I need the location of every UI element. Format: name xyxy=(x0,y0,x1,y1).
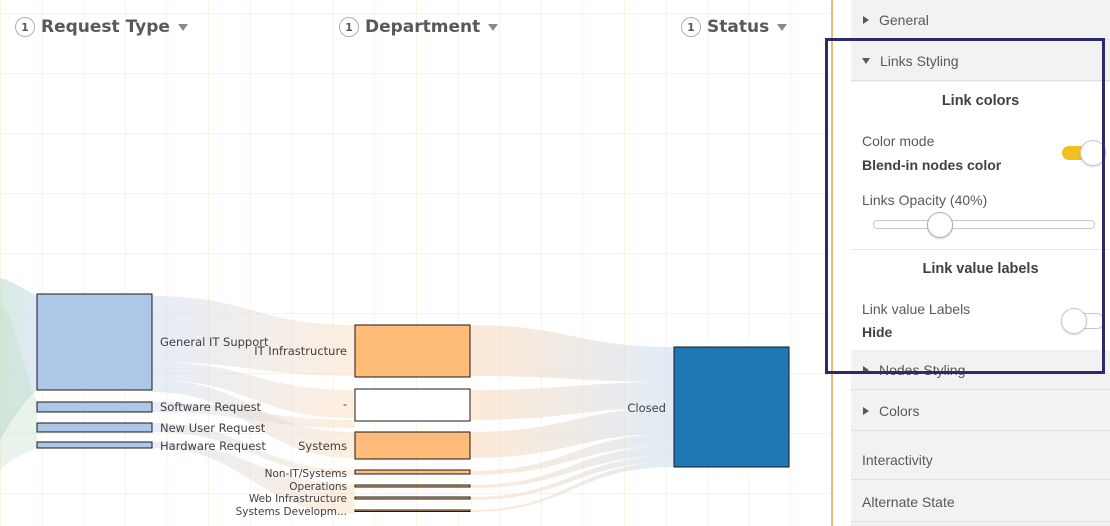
section-label: Colors xyxy=(879,402,920,419)
caret-right-icon xyxy=(863,15,869,24)
chevron-down-icon[interactable] xyxy=(777,23,788,31)
group-title-link-colors: Link colors xyxy=(941,93,1020,109)
sankey-link xyxy=(470,434,674,475)
node-non-it-systems[interactable] xyxy=(354,469,471,475)
color-mode-value: Blend-in nodes color xyxy=(862,157,1002,173)
node-software-request[interactable] xyxy=(36,401,153,413)
dimension-header-request-type[interactable]: 1 Request Type xyxy=(15,17,188,37)
caret-right-icon xyxy=(863,406,869,415)
node-label: Web Infrastructure xyxy=(249,493,347,505)
node-label: New User Request xyxy=(160,421,266,435)
properties-panel: General Links Styling Link colors Color … xyxy=(851,0,1110,526)
sankey-link xyxy=(470,408,674,458)
color-mode-toggle[interactable] xyxy=(1062,140,1106,166)
links-opacity-slider-thumb[interactable] xyxy=(927,212,953,238)
node-label: Closed xyxy=(627,401,666,415)
toggle-knob xyxy=(1080,140,1106,166)
sankey-link xyxy=(152,296,355,376)
chevron-down-icon[interactable] xyxy=(177,23,188,31)
node-new-user-request[interactable] xyxy=(36,422,153,433)
sankey-diagram: General IT Support Software Request New … xyxy=(0,278,790,518)
links-opacity-slider-track[interactable] xyxy=(873,220,1095,229)
section-nodes-styling[interactable]: Nodes Styling xyxy=(851,350,1110,390)
link-edge-left xyxy=(0,278,37,440)
section-label: Nodes Styling xyxy=(879,361,966,378)
dimension-label: Request Type xyxy=(41,17,170,37)
dimension-label: Status xyxy=(707,17,770,37)
dimension-header-status[interactable]: 1 Status xyxy=(681,17,788,37)
node-hardware-request[interactable] xyxy=(36,441,153,449)
sankey-canvas: 1 Request Type 1 Department 1 Status xyxy=(0,0,832,526)
node-web-infrastructure[interactable] xyxy=(354,496,471,500)
caret-down-icon xyxy=(862,57,870,64)
section-interactivity[interactable]: Interactivity xyxy=(851,440,1110,480)
group-title-link-value-labels: Link value labels xyxy=(922,261,1039,277)
dimension-badge: 1 xyxy=(15,17,35,37)
section-general[interactable]: General xyxy=(851,0,1110,40)
node-operations[interactable] xyxy=(354,484,471,488)
node-label: General IT Support xyxy=(160,335,269,349)
node-label: Operations xyxy=(289,481,347,493)
links-opacity-label: Links Opacity (40%) xyxy=(862,192,988,208)
link-edge-left xyxy=(0,300,37,470)
caret-right-icon xyxy=(863,365,869,374)
sankey-link xyxy=(470,456,674,500)
node-blank[interactable] xyxy=(354,388,471,422)
node-label: Non-IT/Systems xyxy=(265,468,347,480)
section-colors[interactable]: Colors xyxy=(851,391,1110,431)
node-closed[interactable] xyxy=(673,346,790,468)
color-mode-label: Color mode xyxy=(862,133,935,149)
sankey-link xyxy=(152,362,355,418)
dimension-label: Department xyxy=(365,17,481,37)
canvas-border xyxy=(831,0,833,526)
toggle-knob xyxy=(1061,308,1087,334)
link-value-labels-value: Hide xyxy=(862,324,893,340)
node-label: Hardware Request xyxy=(160,439,266,453)
link-value-labels-toggle[interactable] xyxy=(1061,308,1104,334)
chevron-down-icon[interactable] xyxy=(488,23,499,31)
node-systems-development[interactable] xyxy=(354,509,471,512)
node-it-infrastructure[interactable] xyxy=(354,324,471,378)
dimension-badge: 1 xyxy=(339,17,359,37)
sankey-link xyxy=(152,402,355,428)
links-styling-body: Link colors Color mode Blend-in nodes co… xyxy=(851,82,1110,350)
sankey-link xyxy=(470,446,674,488)
node-general-it-support[interactable] xyxy=(36,293,153,391)
node-label: Systems xyxy=(298,439,347,453)
section-label: Links Styling xyxy=(880,52,959,69)
sankey-link xyxy=(470,325,674,382)
node-label: Systems Developm... xyxy=(236,506,347,518)
section-links-styling[interactable]: Links Styling xyxy=(851,41,1110,81)
dimension-header-department[interactable]: 1 Department xyxy=(339,17,499,37)
section-alternate-state[interactable]: Alternate State xyxy=(851,482,1110,522)
sankey-link xyxy=(152,442,355,514)
sankey-link xyxy=(470,462,674,512)
dimension-badge: 1 xyxy=(681,17,701,37)
node-systems[interactable] xyxy=(354,431,471,460)
node-label: - xyxy=(343,397,347,411)
sankey-link xyxy=(152,423,355,475)
divider xyxy=(851,249,1110,250)
sankey-link xyxy=(470,382,674,420)
node-label: IT Infrastructure xyxy=(254,344,347,358)
link-value-labels-label: Link value Labels xyxy=(862,301,971,317)
section-label: General xyxy=(879,11,929,28)
node-label: Software Request xyxy=(160,400,262,414)
